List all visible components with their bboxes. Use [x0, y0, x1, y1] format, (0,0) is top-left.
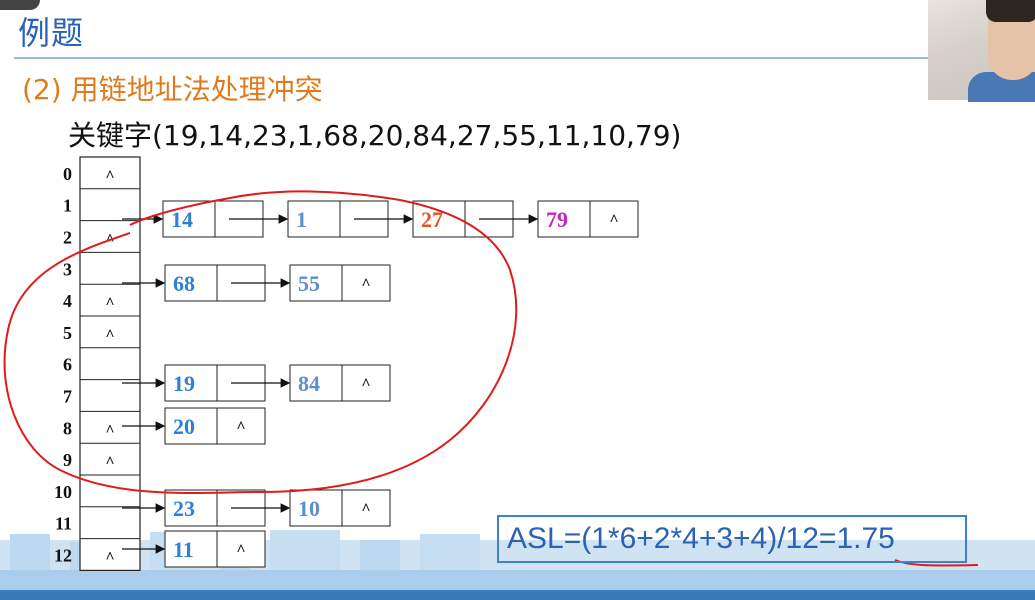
table-index-label: 9: [63, 450, 72, 470]
node-key-label: 19: [173, 371, 195, 396]
null-pointer-marker: ^: [361, 501, 370, 518]
chain-node: 23: [164, 489, 291, 527]
null-pointer-marker: ^: [361, 376, 370, 393]
node-key-label: 23: [173, 496, 195, 521]
node-next-field: [341, 264, 391, 302]
table-index-label: 11: [55, 514, 72, 534]
null-pointer-marker: ^: [105, 295, 114, 312]
node-next-field: [216, 407, 266, 445]
node-data-field: [164, 530, 218, 568]
table-index-label: 1: [63, 196, 72, 216]
asl-formula-box: ASL=(1*6+2*4+3+4)/12=1.75: [497, 515, 967, 563]
table-index-label: 7: [63, 387, 72, 407]
null-pointer-marker: ^: [105, 422, 114, 439]
node-data-field: [412, 200, 466, 238]
chain-node: 84 ^: [289, 364, 391, 402]
node-data-field: [537, 200, 591, 238]
null-pointer-marker: ^: [105, 550, 114, 567]
node-key-label: 10: [298, 496, 320, 521]
chain-node: 55 ^: [289, 264, 391, 302]
node-key-label: 14: [171, 207, 193, 232]
window-tab-notch: [0, 0, 40, 10]
chain-node: 14: [162, 200, 289, 238]
node-key-label: 1: [296, 207, 307, 232]
node-data-field: [289, 489, 343, 527]
node-key-label: 27: [421, 207, 443, 232]
chain-node: 1: [287, 200, 414, 238]
table-index-label: 4: [63, 291, 72, 311]
node-data-field: [164, 407, 218, 445]
node-data-field: [289, 364, 343, 402]
title-divider: [14, 57, 929, 59]
annotation-loop: [3, 190, 518, 494]
slide-title: 例题: [18, 14, 85, 52]
node-next-field: [341, 489, 391, 527]
null-pointer-marker: ^: [361, 276, 370, 293]
node-key-label: 20: [173, 414, 195, 439]
table-index-label: 5: [63, 323, 72, 343]
node-next-field: [341, 364, 391, 402]
node-key-label: 84: [298, 371, 320, 396]
node-next-field: [216, 530, 266, 568]
keyword-list: 关键字(19,14,23,1,68,20,84,27,55,11,10,79): [68, 119, 682, 152]
node-key-label: 55: [298, 271, 320, 296]
table-index-label: 2: [63, 228, 72, 248]
table-index-label: 8: [63, 418, 72, 438]
slide-subtitle: (2) 用链地址法处理冲突: [22, 73, 323, 106]
node-key-label: 79: [546, 207, 568, 232]
null-pointer-marker: ^: [236, 542, 245, 559]
chain-node: 68: [164, 264, 291, 302]
table-array-frame: [79, 156, 141, 571]
table-index-label: 12: [54, 546, 72, 566]
null-pointer-marker: ^: [105, 168, 114, 185]
null-pointer-marker: ^: [609, 212, 618, 229]
decorative-bottom-band: [0, 530, 1035, 600]
node-key-label: 68: [173, 271, 195, 296]
node-data-field: [164, 364, 218, 402]
node-data-field: [289, 264, 343, 302]
null-pointer-marker: ^: [105, 454, 114, 471]
table-index-label: 10: [54, 482, 72, 502]
presenter-webcam: [928, 0, 1035, 102]
chain-node: 10 ^: [289, 489, 391, 527]
table-index-label: 3: [63, 259, 72, 279]
table-index-label: 6: [63, 355, 72, 375]
handwritten-annotation: [3, 190, 979, 567]
chain-node: 27: [412, 200, 539, 238]
table-index-label: 0: [63, 164, 72, 184]
null-pointer-marker: ^: [105, 327, 114, 344]
chain-node: 79 ^: [537, 200, 639, 238]
node-next-field: [589, 200, 639, 238]
chain-node: 20 ^: [164, 407, 266, 445]
hash-chains: 14 1 27 79 ^ 68 55 ^ 19 84 ^ 20 ^ 23 10 ^ 11 ^: [122, 200, 639, 568]
null-pointer-marker: ^: [236, 419, 245, 436]
chain-node: 19: [164, 364, 291, 402]
presenter-hair: [986, 0, 1035, 22]
chain-node: 11 ^: [164, 530, 266, 568]
node-key-label: 11: [173, 537, 194, 562]
